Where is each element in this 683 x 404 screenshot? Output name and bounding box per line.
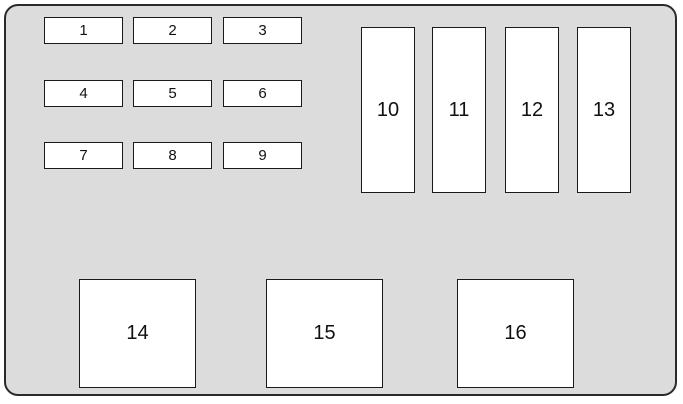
relay-12: 12	[505, 27, 559, 193]
relay-11: 11	[432, 27, 486, 193]
fuse-9: 9	[223, 142, 302, 169]
relay-14: 14	[79, 279, 196, 388]
fuse-4: 4	[44, 80, 123, 107]
relay-10: 10	[361, 27, 415, 193]
fuse-3: 3	[223, 17, 302, 44]
fuse-1: 1	[44, 17, 123, 44]
fuse-7: 7	[44, 142, 123, 169]
fuse-5: 5	[133, 80, 212, 107]
relay-16: 16	[457, 279, 574, 388]
relay-13: 13	[577, 27, 631, 193]
relay-15: 15	[266, 279, 383, 388]
fuse-8: 8	[133, 142, 212, 169]
fuse-2: 2	[133, 17, 212, 44]
fuse-6: 6	[223, 80, 302, 107]
